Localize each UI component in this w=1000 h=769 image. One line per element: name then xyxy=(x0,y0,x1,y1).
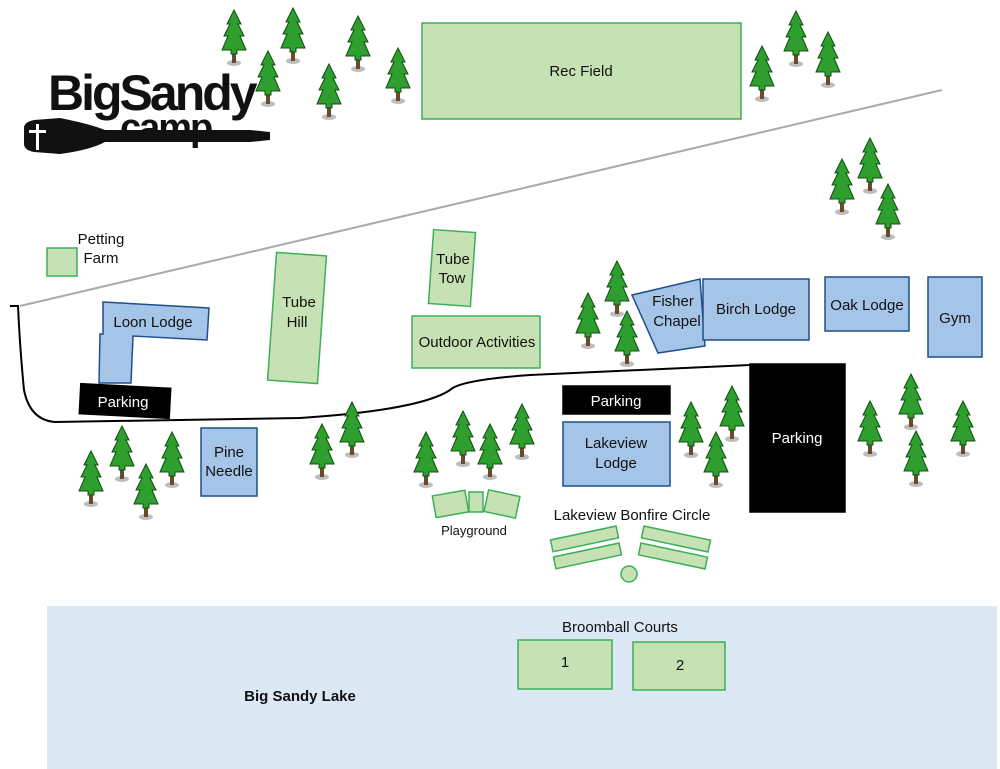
pine-tree-icon xyxy=(477,423,503,481)
birch-lodge xyxy=(702,278,810,341)
pine-tree-icon xyxy=(903,430,929,488)
parking-west-label: Parking xyxy=(98,394,149,411)
north-road xyxy=(19,89,943,307)
pine-tree-icon xyxy=(339,401,365,459)
pine-tree-icon xyxy=(703,431,729,489)
pine-tree-icon xyxy=(316,63,342,121)
pine-tree-icon xyxy=(221,9,247,67)
tube-tow xyxy=(427,228,477,308)
pine-tree-icon xyxy=(719,385,745,443)
fisher-chapel-label-1: Fisher xyxy=(652,293,694,310)
loon-lodge-label: Loon Lodge xyxy=(113,314,192,331)
playground xyxy=(431,489,521,519)
parking-center-label: Parking xyxy=(591,393,642,410)
pine-tree-icon xyxy=(749,45,775,103)
paddle-cross-icon xyxy=(24,118,270,154)
pine-tree-icon xyxy=(509,403,535,461)
broomball-court-1-label: 1 xyxy=(561,654,569,671)
logo-title: BigSandy xyxy=(48,65,258,121)
broomball-court-2 xyxy=(632,641,726,691)
gym-label: Gym xyxy=(939,310,971,327)
pine-tree-icon xyxy=(133,463,159,521)
big-sandy-camp-logo: BigSandy camp xyxy=(24,65,270,154)
petting-farm xyxy=(46,247,78,277)
pine-tree-icon xyxy=(413,431,439,489)
pine-tree-icon xyxy=(255,50,281,108)
fisher-chapel-label-2: Chapel xyxy=(653,313,701,330)
pine-tree-icon xyxy=(857,400,883,458)
pine-tree-icon xyxy=(678,401,704,459)
pine-tree-icon xyxy=(614,310,640,368)
tube-tow-label-1: Tube xyxy=(436,251,470,268)
pine-tree-icon xyxy=(829,158,855,216)
bonfire-circle-label: Lakeview Bonfire Circle xyxy=(554,507,711,524)
pine-tree-icon xyxy=(875,183,901,241)
pine-tree-icon xyxy=(575,292,601,350)
broomball-court-2-label: 2 xyxy=(676,657,684,674)
broomball-courts-label: Broomball Courts xyxy=(562,619,678,636)
petting-farm-label-1: Petting xyxy=(78,231,125,248)
pine-tree-icon xyxy=(78,450,104,508)
pine-tree-icon xyxy=(450,410,476,468)
lakeview-lodge-label-1: Lakeview xyxy=(585,435,648,452)
playground-label: Playground xyxy=(441,523,507,538)
outdoor-activities-label: Outdoor Activities xyxy=(419,334,536,351)
pine-tree-icon xyxy=(815,31,841,89)
gym xyxy=(927,276,983,358)
parking-west xyxy=(78,382,172,420)
tube-hill xyxy=(266,251,328,385)
pine-tree-icon xyxy=(857,137,883,195)
pine-needle xyxy=(200,427,258,497)
pine-tree-icon xyxy=(783,10,809,68)
pine-tree-icon xyxy=(898,373,924,431)
rec-field xyxy=(421,22,742,120)
broomball-court-1 xyxy=(517,639,613,690)
pine-tree-icon xyxy=(109,425,135,483)
rec-field-label: Rec Field xyxy=(549,63,612,80)
loon-lodge xyxy=(98,301,210,384)
lakeview-lodge xyxy=(562,421,671,487)
pine-needle-label-1: Pine xyxy=(214,444,244,461)
parking-east xyxy=(749,363,846,513)
pine-tree-icon xyxy=(385,47,411,105)
pine-tree-icon xyxy=(309,423,335,481)
main-road xyxy=(10,305,751,424)
lakeview-lodge-label-2: Lodge xyxy=(595,455,637,472)
pine-tree-icon xyxy=(604,260,630,318)
fisher-chapel xyxy=(630,278,706,354)
birch-lodge-label: Birch Lodge xyxy=(716,301,796,318)
tube-hill-label-2: Hill xyxy=(287,314,308,331)
parking-center xyxy=(562,385,671,415)
bonfire-circle xyxy=(549,525,712,583)
pine-needle-label-2: Needle xyxy=(205,463,253,480)
pine-tree-icon xyxy=(159,431,185,489)
logo-subtitle: camp xyxy=(120,107,212,149)
pine-tree-icon xyxy=(280,7,306,65)
oak-lodge-label: Oak Lodge xyxy=(830,297,903,314)
lake-label: Big Sandy Lake xyxy=(244,688,356,705)
parking-east-label: Parking xyxy=(772,430,823,447)
tube-tow-label-2: Tow xyxy=(439,270,466,287)
tube-hill-label-1: Tube xyxy=(282,294,316,311)
pine-tree-icon xyxy=(950,400,976,458)
outdoor-activities xyxy=(411,315,541,369)
pine-tree-icon xyxy=(345,15,371,73)
oak-lodge xyxy=(824,276,910,332)
petting-farm-label-2: Farm xyxy=(84,250,119,267)
